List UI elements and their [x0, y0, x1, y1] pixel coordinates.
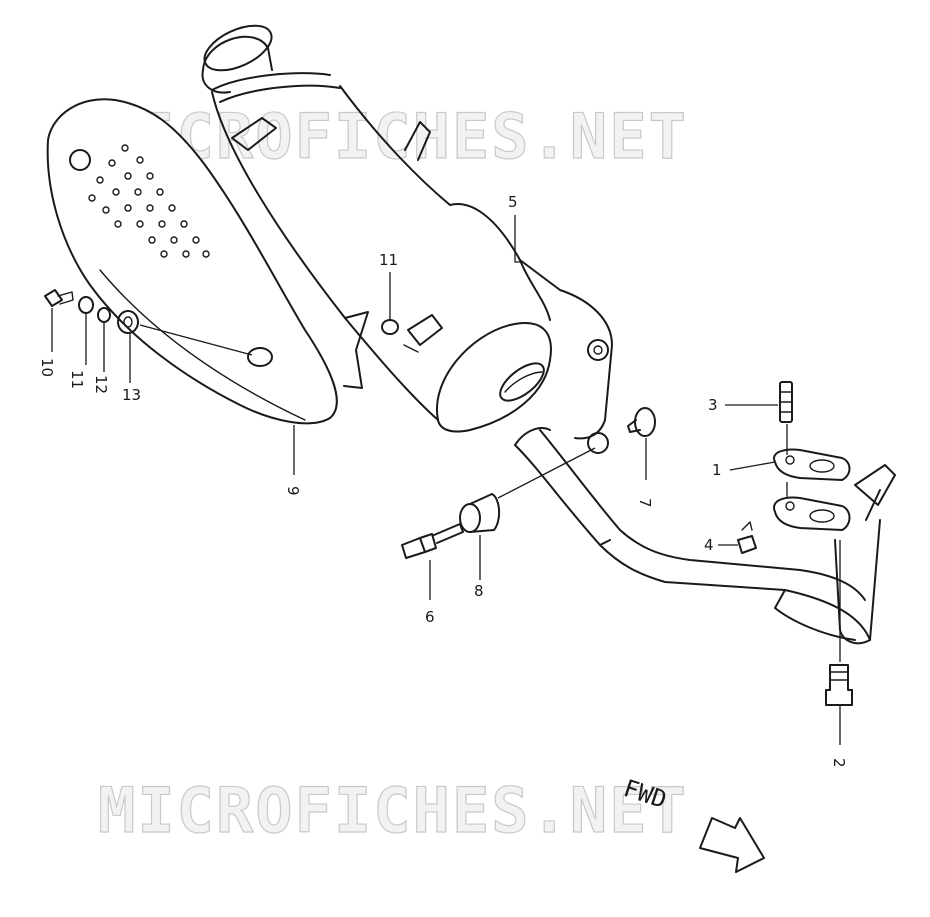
callout-2: 2: [830, 758, 848, 768]
stud-3: [779, 381, 793, 423]
fwd-arrow-icon: [699, 817, 765, 873]
muffler-body: [201, 24, 613, 454]
heat-shield-perforations: [88, 144, 210, 258]
callout-5: 5: [508, 193, 518, 211]
washer-11-left: [78, 296, 94, 314]
bolt-10: [44, 289, 74, 307]
watermark-bottom: MICROFICHES.NET: [98, 774, 688, 847]
bolt-6: [401, 523, 464, 559]
callout-3: 3: [708, 396, 718, 414]
grommet-13: [117, 310, 139, 334]
washer-11-right: [381, 319, 399, 335]
leader-lines: [51, 215, 841, 745]
collar-7: [627, 407, 656, 437]
callout-4: 4: [704, 536, 714, 554]
grommet-8: [459, 493, 500, 533]
collar-12: [97, 307, 111, 323]
heat-shield: [46, 98, 338, 425]
callout-7: 7: [636, 498, 654, 508]
callout-12: 12: [92, 375, 110, 394]
flange-lower: [773, 496, 851, 531]
nut-4: [737, 521, 757, 554]
callout-11a: 11: [68, 370, 86, 389]
callout-9: 9: [284, 486, 302, 496]
callout-1: 1: [712, 461, 722, 479]
bolt-2: [825, 664, 853, 706]
gasket-upper: [773, 448, 851, 481]
callout-10: 10: [38, 358, 56, 377]
callout-13: 13: [122, 386, 141, 404]
callout-11b: 11: [379, 251, 398, 269]
callout-6: 6: [425, 608, 435, 626]
callout-8: 8: [474, 582, 484, 600]
